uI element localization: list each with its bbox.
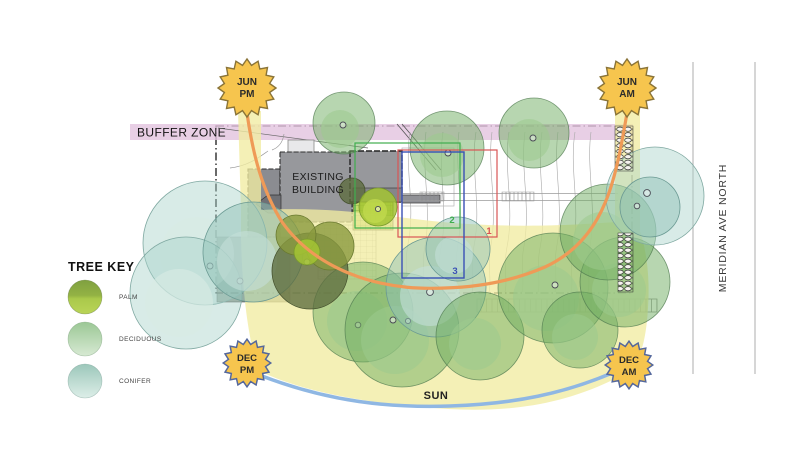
tree-key-title: TREE KEY xyxy=(68,260,135,274)
sun-month-label: JUN xyxy=(617,77,637,88)
sun-time-label: PM xyxy=(240,89,255,100)
sun-icon xyxy=(217,58,277,118)
sun-month-label: DEC xyxy=(237,353,257,364)
sun-icon xyxy=(597,58,657,118)
deciduous-label: DECIDUOUS xyxy=(119,336,162,343)
path-line xyxy=(271,133,285,151)
sun-time-label: PM xyxy=(240,365,254,376)
tree xyxy=(312,91,376,155)
scheme-3-number: 3 xyxy=(452,266,457,277)
sun-dec-pm: DEC PM xyxy=(222,338,272,388)
tree-key-item-conifer: CONIFER xyxy=(67,363,151,399)
sun-time-label: AM xyxy=(622,367,637,378)
stairs xyxy=(501,191,535,202)
existing-building-label-2: BUILDING xyxy=(292,184,344,196)
summer-sun-path-arc xyxy=(245,111,629,290)
sun-area-label: SUN xyxy=(424,390,449,402)
winter-sun-path-arc xyxy=(260,371,614,409)
tree-key-item-palm: PALM xyxy=(67,279,138,315)
scheme-2-outline xyxy=(354,142,461,229)
conifer-swatch-icon xyxy=(67,363,103,399)
palm-label: PALM xyxy=(119,294,138,301)
scheme-2-number: 2 xyxy=(449,215,454,226)
tree-key-item-deciduous: DECIDUOUS xyxy=(67,321,162,357)
scheme-3-outline xyxy=(401,151,465,279)
stairs xyxy=(419,191,445,202)
tree xyxy=(605,146,705,246)
building-bump xyxy=(287,139,315,153)
palm-swatch-icon xyxy=(67,279,103,315)
tree xyxy=(435,291,525,381)
sun-month-label: JUN xyxy=(237,77,257,88)
buffer-zone-label: BUFFER ZONE xyxy=(137,126,226,140)
sun-month-label: DEC xyxy=(619,355,639,366)
deciduous-swatch-icon xyxy=(67,321,103,357)
conifer-label: CONIFER xyxy=(119,378,151,385)
scheme-1-number: 1 xyxy=(486,226,492,237)
scheme-outlines: 1 2 3 xyxy=(354,142,498,279)
sun-jun-am: JUN AM xyxy=(597,58,657,118)
sun-time-label: AM xyxy=(619,89,635,100)
street-name-label: MERIDIAN AVE NORTH xyxy=(717,164,729,292)
tree-key-legend: TREE KEY PALM DECIDUOUS CONIFER xyxy=(67,260,162,399)
meridian-ave-road: MERIDIAN AVE NORTH xyxy=(692,62,756,374)
tree xyxy=(425,216,491,282)
tree xyxy=(358,187,398,227)
sun-jun-pm: JUN PM xyxy=(217,58,277,118)
tree xyxy=(338,177,366,205)
tree xyxy=(293,238,321,266)
sun-dec-am: DEC AM xyxy=(604,340,654,390)
scheme-1-outline xyxy=(397,149,498,238)
existing-building-label-1: EXISTING xyxy=(292,171,343,183)
tree xyxy=(409,110,485,186)
tree xyxy=(498,97,570,169)
